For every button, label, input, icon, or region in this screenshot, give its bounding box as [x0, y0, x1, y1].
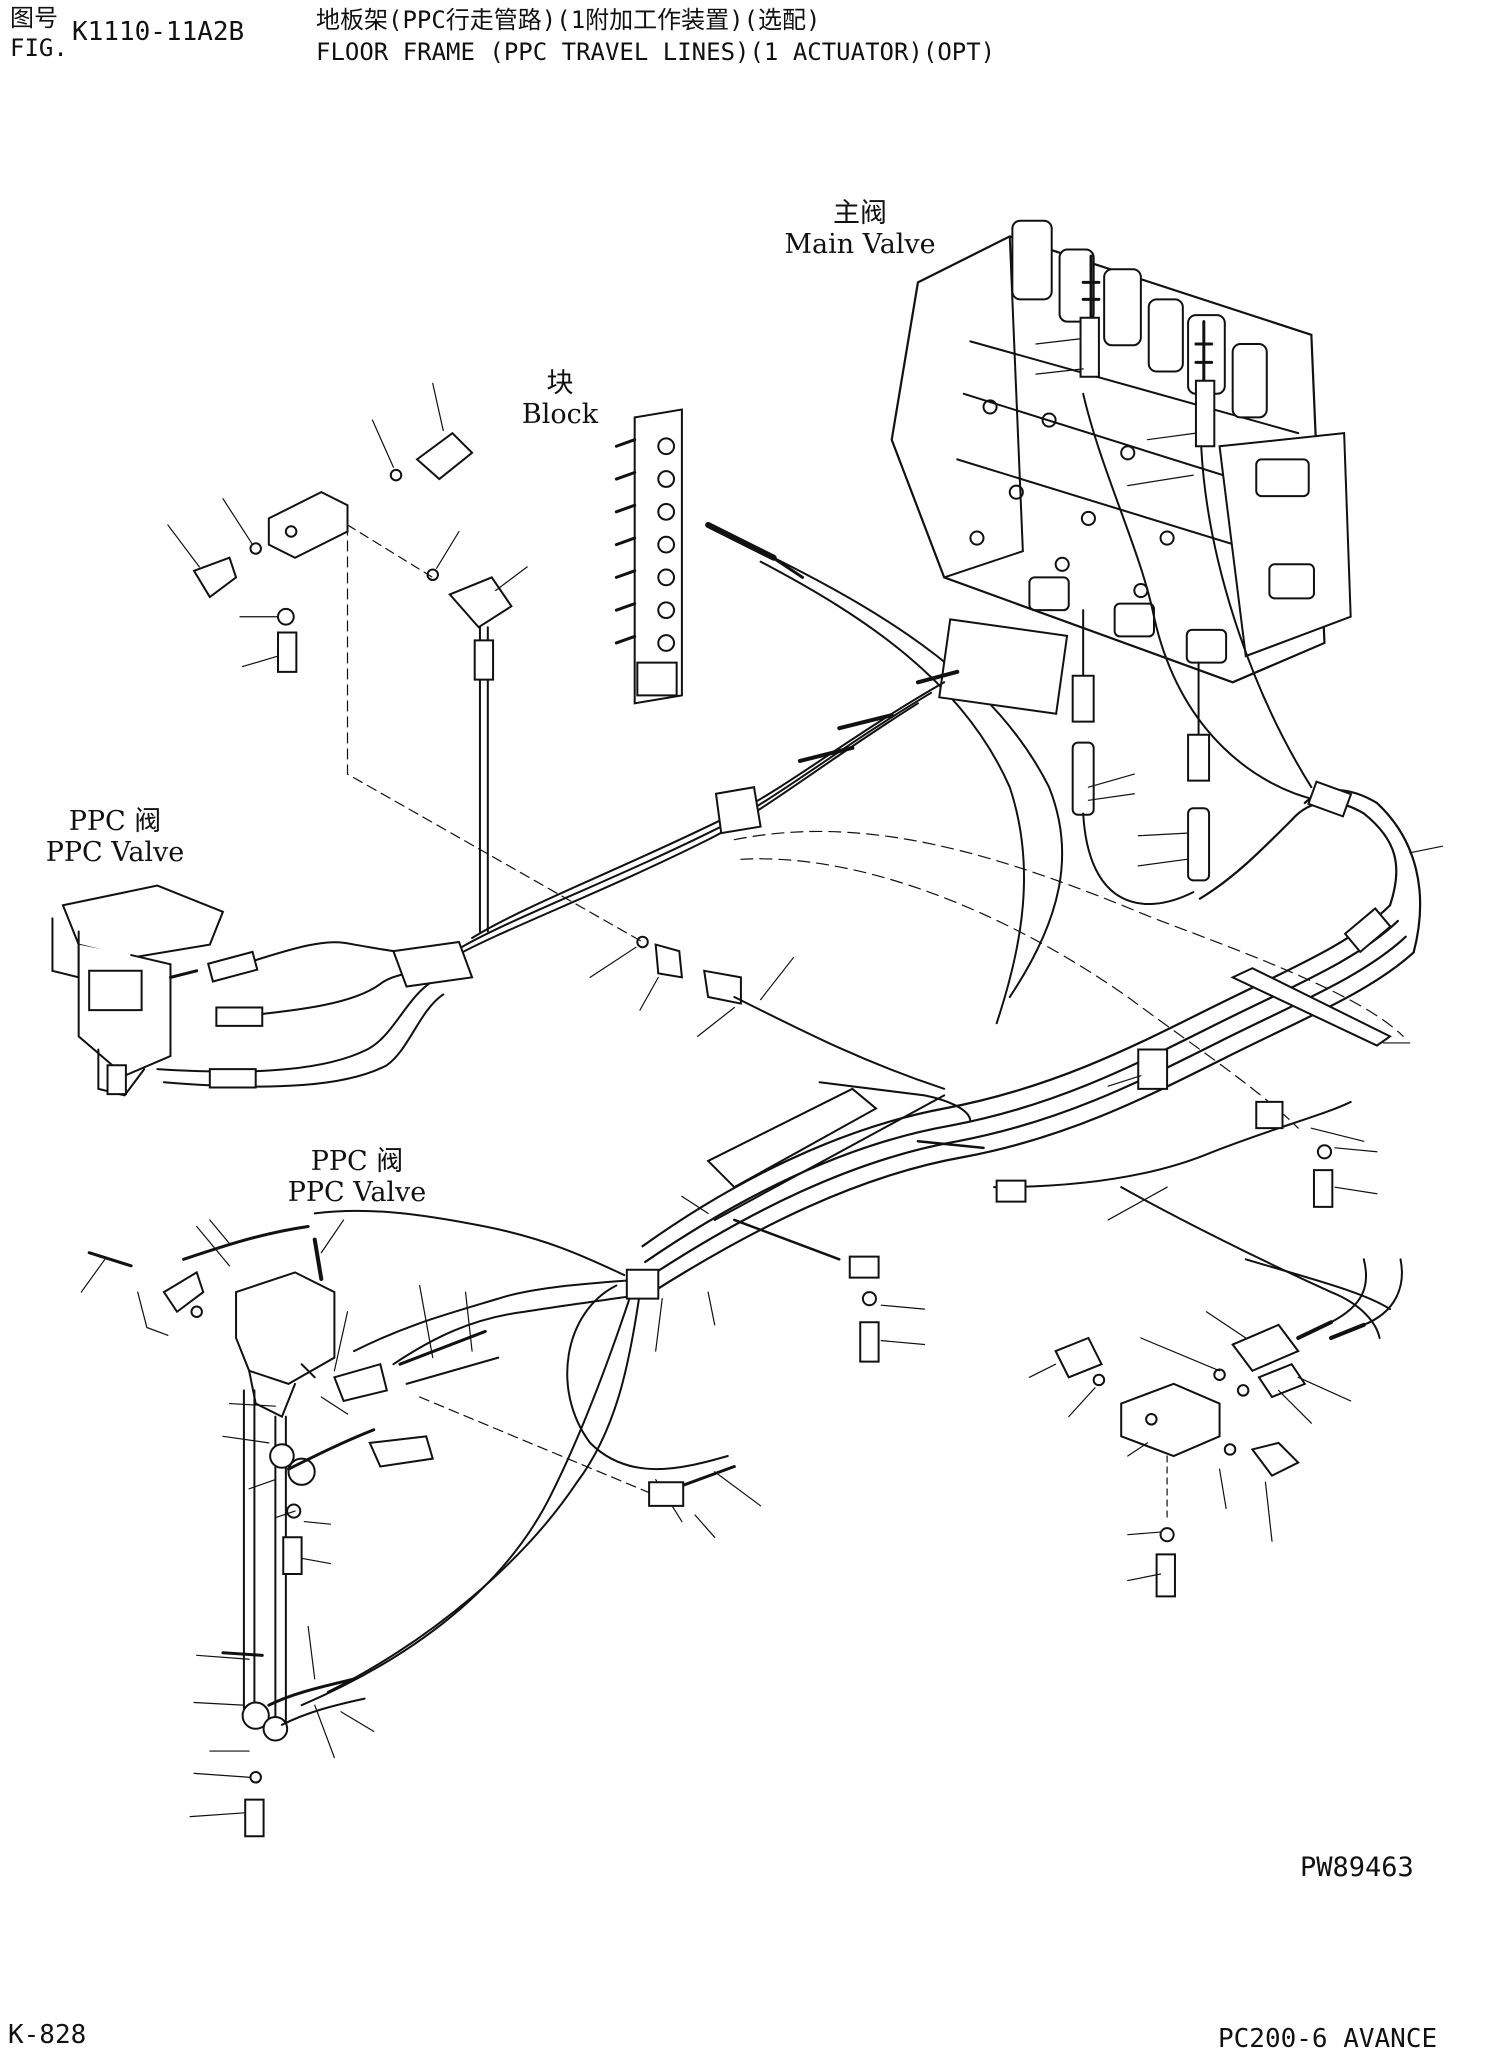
- upper-left-junction-block: [168, 383, 643, 942]
- lower-hose-bundle: [302, 1196, 728, 1705]
- main-valve-label-en: Main Valve: [784, 229, 936, 260]
- main-valve-label-cn: 主阀: [833, 198, 887, 229]
- fig-label-en: FIG.: [10, 34, 68, 62]
- center-bolts: [860, 1145, 1377, 1361]
- lower-right-junction-block: [1029, 1259, 1401, 1596]
- upper-hose-bundle: [452, 525, 1403, 1128]
- page-number: K-828: [8, 2020, 87, 2050]
- fig-number: K1110-11A2B: [72, 17, 245, 47]
- ppc-valve-bottom: [81, 1220, 498, 1417]
- middle-fittings: [590, 937, 944, 1089]
- ppc-valve-bottom-label: PPC 阀 PPC Valve: [262, 1146, 452, 1208]
- ppc-valve-left-label: PPC 阀 PPC Valve: [20, 806, 210, 868]
- main-valve-label: 主阀 Main Valve: [760, 198, 960, 260]
- lower-left-clamps: [190, 1390, 433, 1836]
- block-label: 块 Block: [500, 368, 620, 430]
- ppc-valve-left-label-cn: PPC 阀: [68, 806, 162, 837]
- block-label-en: Block: [521, 399, 599, 430]
- fig-label-cn: 图号: [10, 4, 58, 32]
- ppc-valve-bottom-label-cn: PPC 阀: [310, 1146, 404, 1177]
- title-en: FLOOR FRAME (PPC TRAVEL LINES)(1 ACTUATO…: [316, 38, 996, 66]
- ppc-valve-left-label-en: PPC Valve: [45, 837, 185, 868]
- machine-model: PC200-6 AVANCE: [1218, 2024, 1438, 2054]
- drawing-code: PW89463: [1300, 1852, 1414, 1883]
- valve-outlet-fittings: [1073, 394, 1318, 904]
- ppc-valve-bottom-label-en: PPC Valve: [287, 1177, 427, 1208]
- block-manifold: [616, 410, 682, 704]
- main-valve: [892, 221, 1351, 683]
- ppc-valve-left: [52, 886, 472, 1096]
- floor-frame-pipe-bundle: [643, 782, 1443, 1338]
- dashed-reference-line: [420, 1397, 656, 1495]
- title-cn: 地板架(PPC行走管路)(1附加工作装置)(选配): [316, 6, 821, 34]
- block-label-cn: 块: [546, 368, 574, 399]
